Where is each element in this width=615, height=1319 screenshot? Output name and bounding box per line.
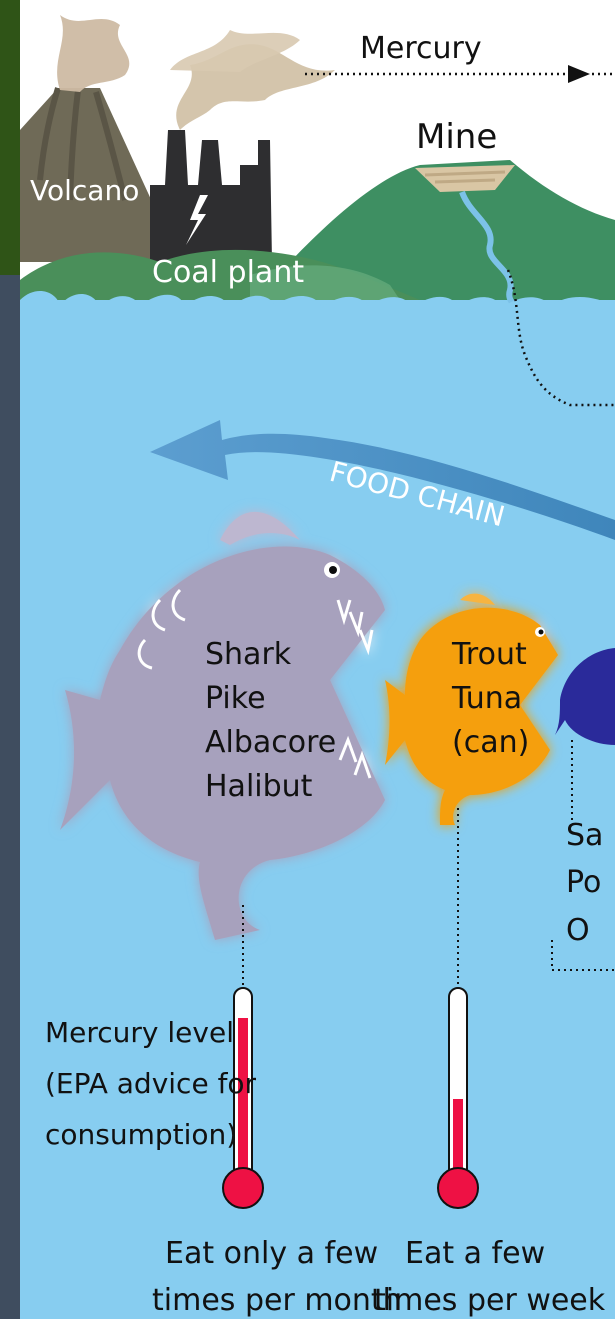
large-fish-advice-line-2: times per month (152, 1283, 402, 1318)
large-fish-line-4: Halibut (205, 769, 313, 804)
left-panel-edge (0, 275, 20, 1319)
medium-fish-line-2: Tuna (451, 681, 522, 716)
large-fish-line-3: Albacore (205, 725, 336, 760)
legend-line-1: Mercury level (45, 1016, 234, 1049)
medium-fish-line-3: (can) (452, 725, 529, 760)
mine-label: Mine (416, 117, 497, 157)
medium-fish-advice-line-2: times per week (374, 1283, 606, 1318)
small-fish-line-1: Sa (566, 818, 603, 853)
mercury-label: Mercury (360, 31, 482, 66)
left-window-edge (0, 0, 20, 275)
medium-fish-line-1: Trout (451, 637, 527, 672)
small-fish-line-3: O (566, 913, 590, 948)
large-fish-line-1: Shark (205, 637, 292, 672)
small-fish-line-2: Po (566, 865, 601, 900)
large-fish-advice-line-1: Eat only a few (165, 1236, 378, 1271)
legend-line-2: (EPA advice for (45, 1067, 257, 1100)
medium-fish-advice-line-1: Eat a few (405, 1236, 545, 1271)
legend-line-3: consumption) (45, 1118, 237, 1151)
mercury-food-chain-diagram: Mercury Mine Volcano Coal plant FOOD CHA… (20, 0, 615, 1319)
large-fish-line-2: Pike (205, 681, 266, 716)
coal-plant-label: Coal plant (152, 255, 304, 290)
volcano-label: Volcano (30, 174, 139, 207)
